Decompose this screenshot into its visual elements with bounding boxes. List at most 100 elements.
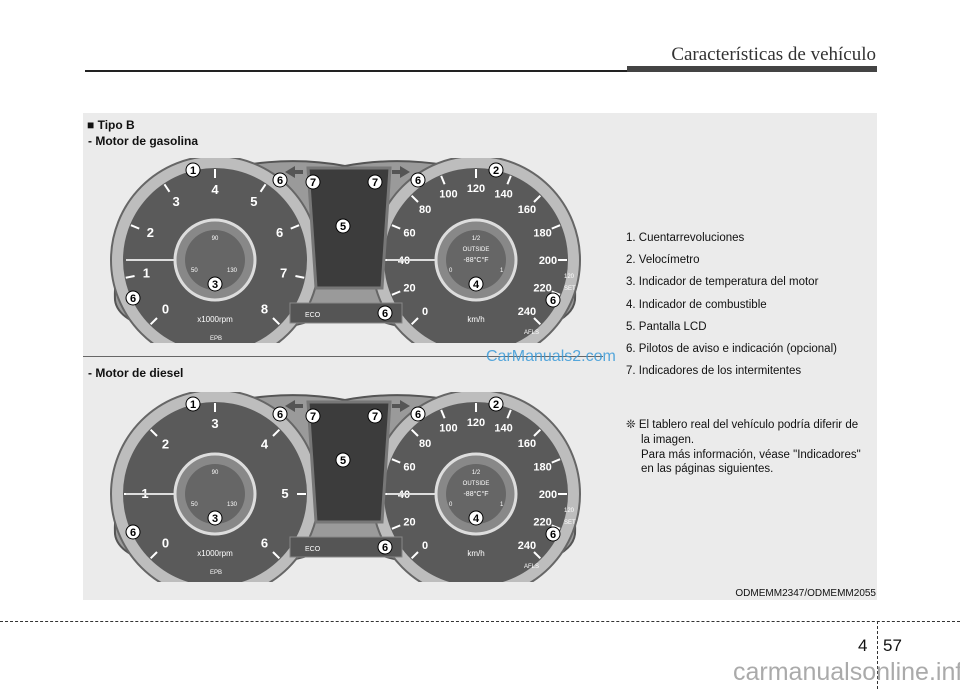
callout-marker [410, 172, 426, 188]
outside-temp: -88°C°F [463, 256, 488, 264]
speed-tick-label: 200 [539, 489, 557, 501]
gauge-tick [130, 224, 140, 230]
rpm-tick-label: 5 [281, 486, 288, 501]
rpm-unit: x1000rpm [197, 315, 233, 324]
legend-item: 3. Indicador de temperatura del motor [626, 276, 819, 289]
callout-number: 7 [372, 411, 378, 423]
callout-marker [335, 218, 351, 234]
speed-unit: km/h [467, 315, 484, 324]
callout-marker [367, 408, 383, 424]
note-line: El tablero real del vehículo podría dife… [638, 419, 859, 431]
left-turn-arrow-icon [285, 400, 303, 412]
temp-mid: 90 [212, 470, 219, 476]
fuel-full: 1 [500, 268, 504, 274]
callout-number: 6 [277, 175, 283, 187]
speed-tick-label: 80 [419, 204, 431, 216]
callout-number: 6 [382, 308, 388, 320]
temp-low: 50 [191, 268, 198, 274]
gasoline-label: - Motor de gasolina [88, 134, 199, 148]
callout-marker [207, 276, 223, 292]
speed-tick-label: 160 [518, 204, 536, 216]
rpm-tick-label: 2 [162, 437, 169, 452]
section-divider [83, 356, 603, 357]
note-symbol: ❊ [626, 419, 636, 431]
speed-tick-label: 20 [403, 283, 415, 295]
callout-number: 1 [190, 165, 196, 177]
callout-marker [377, 305, 393, 321]
callout-marker [545, 292, 561, 308]
speed-tick-label: 80 [419, 438, 431, 450]
callout-number: 6 [550, 529, 556, 541]
gauge-tick [410, 428, 419, 437]
callout-number: 6 [550, 295, 556, 307]
gauge-tick [506, 175, 512, 185]
callout-number: 6 [415, 175, 421, 187]
set-indicator: SET [564, 286, 576, 292]
callout-number: 7 [310, 177, 316, 189]
note-line: la imagen. [641, 433, 695, 446]
speed-tick-label: 180 [533, 227, 551, 239]
gauge-tick [551, 458, 561, 464]
gauge-tick [391, 290, 401, 296]
inner-gauge-face [446, 464, 506, 524]
speed-tick-label: 240 [518, 306, 536, 318]
callout-marker [488, 162, 504, 178]
callout-marker [468, 510, 484, 526]
temp-mid: 90 [212, 236, 219, 242]
header-bar [627, 66, 877, 72]
temp-high: 130 [227, 268, 238, 274]
callout-marker [367, 174, 383, 190]
gauge-tick [533, 194, 542, 203]
left-turn-arrow-icon [285, 166, 303, 178]
callout-marker [305, 174, 321, 190]
gauge-tick [290, 224, 300, 230]
speed-tick-label: 0 [422, 540, 428, 552]
speed-unit: km/h [467, 549, 484, 558]
legend-item: 1. Cuentarrevoluciones [626, 232, 745, 244]
warning-light-strip [289, 302, 403, 324]
gauge-tick [163, 183, 171, 193]
callout-number: 5 [340, 221, 346, 233]
callout-marker [207, 510, 223, 526]
callout-number: 6 [130, 293, 136, 305]
legend-list: 1. Cuentarrevoluciones 2. Velocímetro 3.… [626, 232, 837, 387]
speed-tick-label: 60 [403, 227, 415, 239]
speed-tick-label: 120 [467, 183, 485, 195]
gauge-tick [533, 551, 542, 560]
rpm-tick-label: 7 [280, 266, 287, 281]
image-code: ODMEMM2347/ODMEMM2055 [735, 588, 876, 599]
callout-number: 3 [212, 513, 218, 525]
footer-divider [877, 621, 878, 689]
gauge-tick [295, 275, 305, 279]
callout-number: 4 [473, 513, 480, 525]
rpm-tick-label: 5 [250, 194, 257, 209]
diesel-label: - Motor de diesel [88, 366, 184, 380]
right-turn-arrow-icon [392, 400, 410, 412]
watermark-bottom[interactable]: carmanualsonline.info [733, 658, 960, 686]
footer-rule [0, 621, 960, 622]
speed-tick-label: 240 [518, 540, 536, 552]
outside-label: OUTSIDE [463, 247, 490, 253]
callout-number: 6 [382, 542, 388, 554]
callout-marker [272, 406, 288, 422]
callout-marker [377, 539, 393, 555]
callout-marker [185, 162, 201, 178]
temp-low: 50 [191, 502, 198, 508]
rpm-tick-label: 3 [172, 194, 179, 209]
outside-temp: -88°C°F [463, 490, 488, 498]
callout-marker [305, 408, 321, 424]
gauge-tick [259, 183, 267, 193]
watermark-top[interactable]: CarManuals2.com [486, 348, 616, 365]
callout-marker [545, 526, 561, 542]
gauge-tick [272, 551, 281, 560]
fuel-half: 1/2 [472, 470, 481, 476]
cruise-speed: 120 [564, 508, 575, 514]
speed-tick-label: 20 [403, 517, 415, 529]
callout-number: 6 [277, 409, 283, 421]
callout-number: 2 [493, 165, 499, 177]
gauge-tick [272, 428, 281, 437]
gauge-tick [125, 275, 135, 279]
rpm-tick-label: 3 [211, 416, 218, 431]
callout-marker [410, 406, 426, 422]
legend-item: 4. Indicador de combustible [626, 298, 767, 311]
